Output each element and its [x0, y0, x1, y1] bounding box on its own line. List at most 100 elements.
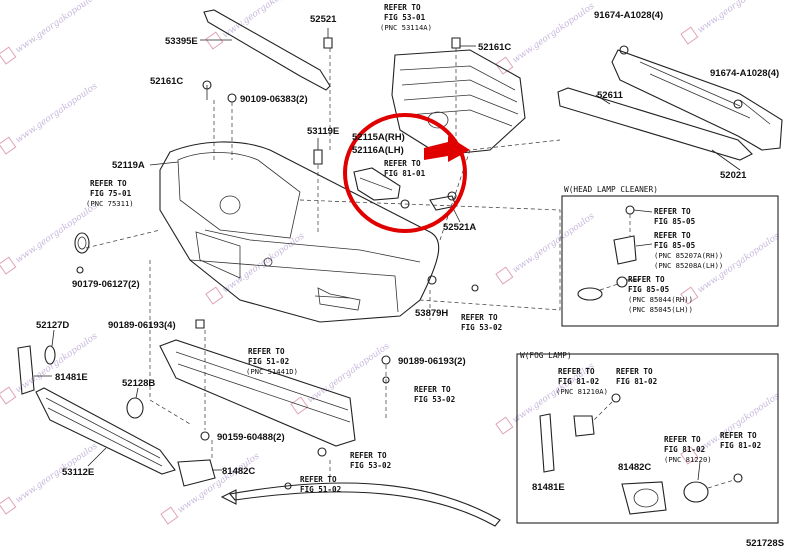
- svg-text:(PNC 81210A): (PNC 81210A): [556, 387, 608, 396]
- label-52128b: 52128B: [122, 378, 155, 389]
- part-labels: 52521 53395E 52161C 90109-06383(2) 53119…: [36, 10, 784, 549]
- radiator-grille: [391, 49, 526, 156]
- label-52115a: 52115A(RH): [352, 132, 405, 143]
- svg-text:FIG 53-02: FIG 53-02: [461, 323, 502, 332]
- label-52161c-right: 52161C: [478, 42, 511, 53]
- lower-grille-53112e: [35, 387, 176, 475]
- svg-text:(PNC 75311): (PNC 75311): [86, 199, 134, 208]
- svg-text:REFER TO: REFER TO: [350, 451, 387, 460]
- svg-text:REFER TO: REFER TO: [654, 207, 691, 216]
- svg-text:FIG 75-01: FIG 75-01: [90, 189, 132, 198]
- front-emblem: [74, 232, 90, 254]
- label-52119a: 52119A: [112, 160, 145, 171]
- svg-text:FIG 51-02: FIG 51-02: [300, 485, 341, 494]
- svg-text:REFER TO: REFER TO: [300, 475, 337, 484]
- svg-text:REFER TO: REFER TO: [628, 275, 665, 284]
- svg-text:REFER TO: REFER TO: [248, 347, 285, 356]
- watermark-text: www.georgakopoulos: [14, 201, 100, 265]
- watermark-text: www.georgakopoulos: [306, 341, 392, 405]
- svg-text:FIG 51-02: FIG 51-02: [248, 357, 289, 366]
- label-91674-a: 91674-A1028(4): [594, 10, 663, 21]
- label-52611: 52611: [597, 90, 624, 101]
- svg-text:REFER TO: REFER TO: [664, 435, 701, 444]
- fog-cover-81482c-left: [177, 459, 216, 487]
- watermark-text: www.georgakopoulos: [14, 331, 100, 395]
- svg-text:REFER TO: REFER TO: [558, 367, 595, 376]
- svg-text:FIG 81-02: FIG 81-02: [720, 441, 761, 450]
- svg-text:REFER TO: REFER TO: [720, 431, 757, 440]
- watermark-text: www.georgakopoulos: [14, 0, 100, 56]
- assembly-arrow: [228, 482, 501, 527]
- label-diagram-code: 521728S: [746, 538, 784, 549]
- label-91674-b: 91674-A1028(4): [710, 68, 779, 79]
- label-52116a: 52116A(LH): [352, 145, 404, 156]
- headlamp-box-title: W(HEAD LAMP CLEANER): [564, 185, 658, 194]
- highlight-circle: [343, 113, 467, 233]
- label-52127d: 52127D: [36, 320, 69, 331]
- svg-text:FIG 53-02: FIG 53-02: [350, 461, 391, 470]
- label-52521: 52521: [310, 14, 337, 25]
- headlamp-cleaner-box: [561, 195, 779, 327]
- label-81481e-left: 81481E: [55, 372, 88, 383]
- label-52161c-left: 52161C: [150, 76, 183, 87]
- label-90189-a: 90189-06193(4): [108, 320, 176, 331]
- svg-text:(PNC 85044(RH)): (PNC 85044(RH)): [628, 295, 693, 304]
- svg-text:FIG 53-02: FIG 53-02: [414, 395, 455, 404]
- svg-text:(PNC 85045(LH)): (PNC 85045(LH)): [628, 305, 693, 314]
- bumper-bracket-52115a: [353, 167, 401, 201]
- fog-lamp-parts: [539, 393, 743, 515]
- cap-52127d: [44, 345, 56, 365]
- svg-text:FIG 81-01: FIG 81-01: [384, 169, 426, 178]
- front-bumper-cover: [159, 141, 440, 323]
- assembly-lines: [85, 48, 561, 476]
- headlamp-cleaner-parts: [577, 205, 653, 301]
- svg-text:FIG 53-01: FIG 53-01: [384, 13, 426, 22]
- highlight-arrow: [424, 136, 470, 162]
- svg-text:FIG 81-02: FIG 81-02: [558, 377, 599, 386]
- headlamp-box-labels: W(HEAD LAMP CLEANER) REFER TO FIG 85-05 …: [564, 185, 723, 314]
- label-53395e: 53395E: [165, 36, 198, 47]
- svg-text:REFER TO: REFER TO: [414, 385, 451, 394]
- label-81482c-right: 81482C: [618, 462, 651, 473]
- bumper-reinforcement-52611: [557, 87, 753, 161]
- svg-text:(PNC 53114A): (PNC 53114A): [380, 23, 432, 32]
- svg-text:FIG 85-05: FIG 85-05: [654, 217, 696, 226]
- lower-grille-51441d: [159, 339, 356, 447]
- label-90179: 90179-06127(2): [72, 279, 140, 290]
- label-90189-b: 90189-06193(2): [398, 356, 466, 367]
- watermark-text: www.georgakopoulos: [14, 81, 100, 145]
- watermark-text: www.georgakopoulos: [511, 1, 597, 65]
- label-90159: 90159-60488(2): [217, 432, 285, 443]
- svg-text:FIG 85-05: FIG 85-05: [654, 241, 696, 250]
- svg-text:REFER TO: REFER TO: [461, 313, 498, 322]
- label-90109: 90109-06383(2): [240, 94, 308, 105]
- bracket-81481e-left: [17, 345, 35, 395]
- label-52521a: 52521A: [443, 222, 476, 233]
- bumper-absorber-52021: [611, 49, 783, 151]
- foglamp-box-title: W(FOG LAMP): [520, 351, 572, 360]
- label-53119e: 53119E: [307, 126, 339, 137]
- svg-text:REFER TO: REFER TO: [654, 231, 691, 240]
- fog-lamp-box: [516, 353, 779, 524]
- foglamp-box-labels: W(FOG LAMP) REFER TO FIG 81-02 (PNC 8121…: [520, 351, 761, 464]
- cover-52128b: [126, 397, 144, 419]
- fasteners: [76, 28, 743, 490]
- label-53879h: 53879H: [415, 308, 448, 319]
- svg-text:(PNC 85207A(RH)): (PNC 85207A(RH)): [654, 251, 723, 260]
- svg-text:(PNC 85208A(LH)): (PNC 85208A(LH)): [654, 261, 723, 270]
- watermark-text: www.georgakopoulos: [221, 0, 307, 41]
- svg-text:FIG 81-02: FIG 81-02: [616, 377, 657, 386]
- svg-text:REFER TO: REFER TO: [90, 179, 127, 188]
- svg-text:(PNC 51441D): (PNC 51441D): [246, 367, 298, 376]
- svg-text:REFER TO: REFER TO: [384, 159, 421, 168]
- label-52021: 52021: [720, 170, 747, 181]
- svg-text:FIG 85-05: FIG 85-05: [628, 285, 670, 294]
- watermark-text: www.georgakopoulos: [696, 0, 782, 36]
- label-81481e-right: 81481E: [532, 482, 565, 493]
- label-81482c-left: 81482C: [222, 466, 255, 477]
- svg-text:FIG 81-02: FIG 81-02: [664, 445, 705, 454]
- svg-text:(PNC 81220): (PNC 81220): [664, 455, 712, 464]
- label-53112e: 53112E: [62, 467, 94, 478]
